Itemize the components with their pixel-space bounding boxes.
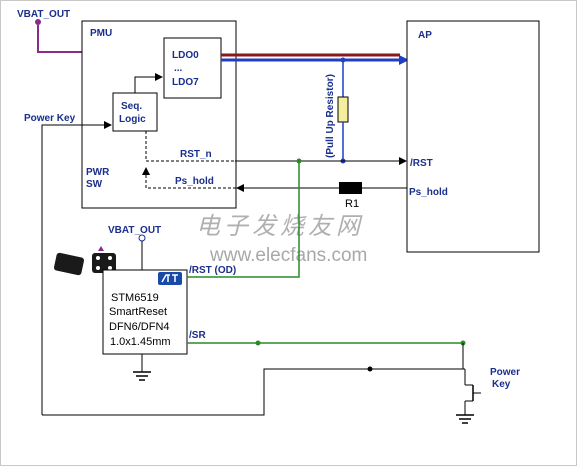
pad-dot-2	[108, 256, 112, 260]
st-logo	[158, 272, 182, 285]
pmu-label: PMU	[90, 28, 112, 39]
pwr-sw-label-line1: PWR	[86, 167, 110, 178]
ps-hold-label: Ps_hold	[175, 176, 214, 187]
ap-ps-hold-label: Ps_hold	[409, 187, 448, 198]
watermark-url: www.elecfans.com	[209, 245, 367, 266]
power-key-right-label-2: Key	[492, 379, 511, 390]
pad-dot-3	[96, 266, 100, 270]
seq-label-line2: Logic	[119, 114, 146, 125]
chip-label-line3: DFN6/DFN4	[109, 321, 170, 333]
ldo-dots: ...	[174, 63, 183, 74]
ap-label: AP	[418, 30, 432, 41]
ldo-block	[163, 37, 222, 99]
pullup-resistor-label: (Pull Up Resistor)	[325, 74, 336, 158]
rst-n-label: RST_n	[180, 149, 212, 160]
sr-junction-left	[255, 340, 261, 346]
pad-dot-4	[108, 266, 112, 270]
chip-label-line1: STM6519	[111, 292, 159, 304]
seq-logic-block	[112, 92, 158, 132]
ap-block	[406, 20, 540, 253]
vbat-out-mid-label: VBAT_OUT	[108, 225, 161, 236]
power-key-wire-left	[41, 121, 112, 415]
rst-od-wire	[187, 161, 300, 278]
vbat-out-top-label: VBAT_OUT	[17, 9, 70, 20]
resistor-r1	[339, 182, 362, 194]
chip-package-dfn6	[53, 252, 85, 276]
rst-od-junction	[296, 158, 302, 164]
pullup-resistor	[337, 96, 349, 123]
chip-label-line4: 1.0x1.45mm	[110, 336, 171, 348]
rst-n-internal-wire	[145, 131, 235, 162]
power-key-wire-bottom	[42, 368, 465, 416]
chip-label-line2: SmartReset	[109, 306, 167, 318]
st-logo-mark	[161, 274, 178, 283]
ps-hold-internal-wire	[142, 167, 236, 189]
pad-dot-1	[96, 256, 100, 260]
watermark-chinese: 电子发烧友网	[196, 212, 364, 240]
rst-od-label: /RST (OD)	[189, 265, 236, 276]
sr-label: /SR	[189, 330, 206, 341]
r1-label: R1	[345, 198, 359, 210]
ldo-top-label: LDO0	[172, 50, 199, 61]
seq-label-line1: Seq.	[121, 101, 142, 112]
seq-to-ldo-wire	[134, 73, 163, 93]
pwr-sw-label-line2: SW	[86, 179, 103, 190]
pullup-junction-top	[340, 57, 346, 63]
junction-power-key	[367, 366, 373, 372]
pin1-marker	[98, 246, 104, 251]
ldo-bottom-label: LDO7	[172, 77, 199, 88]
power-key-left-label: Power Key	[24, 113, 76, 124]
vbat-top-terminal	[35, 19, 41, 25]
ap-rst-label: /RST	[410, 158, 433, 169]
power-key-right-label-1: Power	[490, 367, 520, 378]
